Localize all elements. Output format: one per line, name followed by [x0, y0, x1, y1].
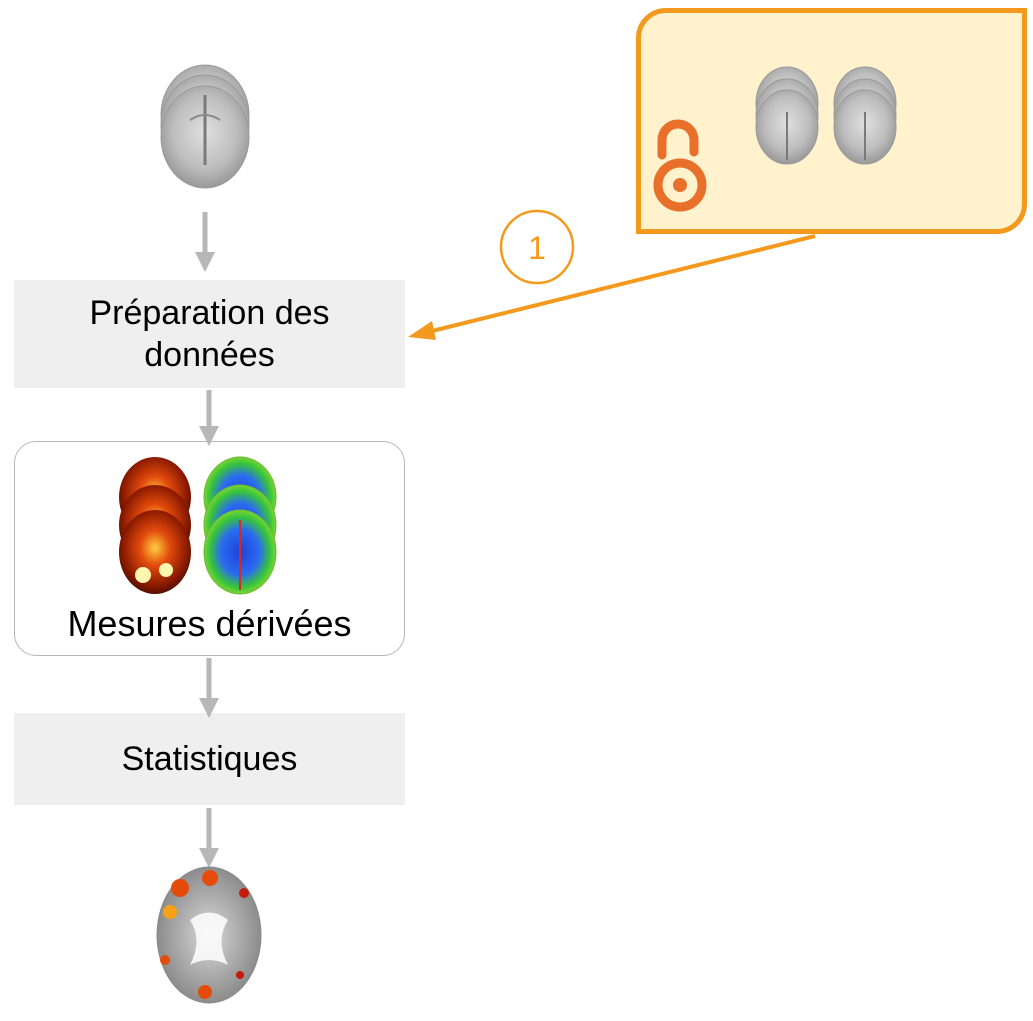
open-access-lock-icon [653, 119, 707, 212]
brain-scan-stack-icon [160, 64, 250, 189]
step-number-label: 1 [528, 230, 546, 266]
segmentation-brain-stack-icon [203, 456, 277, 595]
step-number-badge: 1 [499, 209, 575, 285]
open-data-arrow [408, 234, 816, 340]
step-statistics-label: Statistiques [121, 739, 298, 778]
statistical-brain-map-icon [156, 866, 262, 1004]
brain-scan-stack-icon [755, 66, 897, 165]
step-statistics: Statistiques [14, 713, 405, 805]
step-derived-label: Mesures dérivées [67, 603, 352, 644]
step-preparation-label: Préparation des données [89, 294, 330, 374]
heatmap-brain-stack-icon [119, 457, 191, 594]
step-preparation: Préparation des données [14, 280, 405, 388]
